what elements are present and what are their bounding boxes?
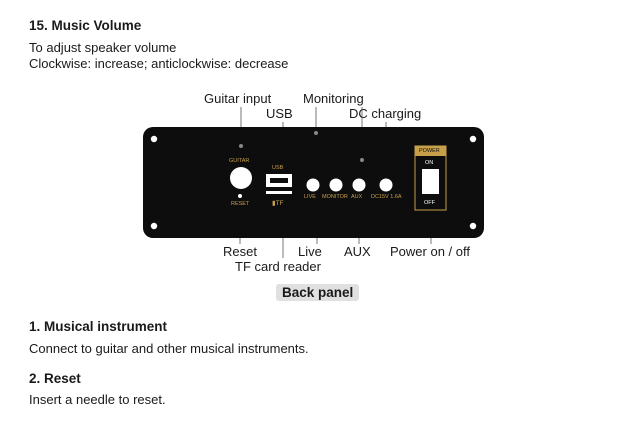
callout-dc-charging: DC charging [349, 106, 422, 121]
dc-jack [379, 178, 393, 192]
panel-label-dc: DC15V 1.6A [371, 194, 402, 200]
section-body-reset: Insert a needle to reset. [29, 392, 166, 407]
section-body-musical-instrument: Connect to guitar and other musical inst… [29, 341, 309, 356]
tf-slot [266, 191, 292, 194]
panel-label-off: OFF [424, 200, 435, 206]
sd-card-icon: ▮ [272, 200, 276, 207]
callout-monitoring: Monitoring [303, 91, 364, 106]
panel-label-reset: RESET [231, 201, 250, 207]
monitor-jack [329, 178, 343, 192]
panel-label-usb: USB [272, 165, 284, 171]
aux-jack [352, 178, 366, 192]
callout-tf-card: TF card reader [235, 259, 321, 274]
panel-label-tf: TF [275, 200, 284, 207]
section-title-music-volume: 15. Music Volume [29, 18, 142, 33]
live-jack [306, 178, 320, 192]
mounting-holes [150, 135, 477, 230]
callout-reset: Reset [223, 244, 257, 259]
callout-power: Power on / off [390, 244, 470, 259]
panel-label-monitor: MONITOR [322, 194, 348, 200]
reset-hole [238, 194, 242, 198]
callout-aux: AUX [344, 244, 371, 259]
callout-usb: USB [266, 106, 293, 121]
description-line-1: To adjust speaker volume [29, 40, 177, 55]
panel-label-aux: AUX [351, 194, 363, 200]
section-title-reset: 2. Reset [29, 371, 81, 386]
description-line-2: Clockwise: increase; anticlockwise: decr… [29, 56, 289, 71]
power-rocker [422, 169, 439, 194]
guitar-jack [230, 167, 252, 189]
section-title-musical-instrument: 1. Musical instrument [29, 319, 168, 334]
panel-label-on: ON [425, 160, 434, 166]
panel-label-power: POWER [419, 148, 440, 154]
panel-label-guitar: GUITAR [229, 158, 250, 164]
back-panel-badge: Back panel [276, 284, 360, 301]
callout-live: Live [298, 244, 322, 259]
panel-label-live: LIVE [304, 194, 316, 200]
callout-guitar-input: Guitar input [204, 91, 272, 106]
